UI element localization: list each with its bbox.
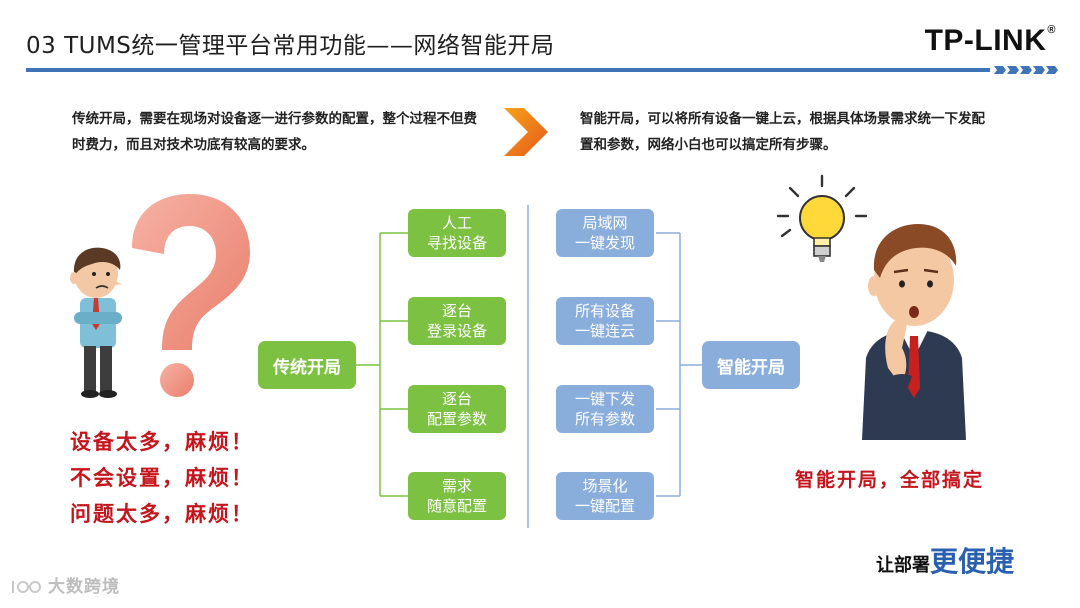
traditional-step: 逐台配置参数: [408, 385, 506, 433]
lightbulb-icon: [776, 174, 868, 262]
page-title: 03 TUMS统一管理平台常用功能——网络智能开局: [26, 33, 555, 59]
tp-link-logo: TP-LINK®: [924, 24, 1056, 57]
watermark: 大数跨境: [10, 572, 120, 597]
complaint-item: 设备太多，麻烦！: [70, 429, 254, 454]
traditional-hub: 传统开局: [258, 341, 356, 389]
smart-step: 一键下发所有参数: [556, 385, 654, 433]
traditional-step: 逐台登录设备: [408, 297, 506, 345]
smart-step: 场景化一键配置: [556, 472, 654, 520]
smart-step: 所有设备一键连云: [556, 297, 654, 345]
conclusion-text: 智能开局，全部搞定: [795, 469, 985, 491]
smart-description: 智能开局，可以将所有设备一键上云，根据具体场景需求统一下发配置和参数，网络小白也…: [580, 111, 985, 153]
complaint-item: 问题太多，麻烦！: [70, 501, 254, 526]
watermark-logo-icon: [12, 581, 41, 593]
dash-decoration-icon: [994, 66, 1058, 74]
slogan: 让部署更便捷: [876, 545, 1015, 578]
traditional-step: 人工寻找设备: [408, 209, 506, 257]
header-divider: [26, 68, 990, 72]
chevron-right-icon: [504, 108, 548, 156]
thinking-man-illustration: [862, 224, 966, 440]
question-mark-icon: [132, 194, 250, 397]
smart-hub: 智能开局: [702, 341, 800, 389]
confused-man-illustration: [70, 247, 122, 398]
complaint-item: 不会设置，麻烦！: [70, 465, 254, 490]
complaints-list: 设备太多，麻烦！ 不会设置，麻烦！ 问题太多，麻烦！: [70, 424, 254, 532]
smart-step: 局域网一键发现: [556, 209, 654, 257]
traditional-description: 传统开局，需要在现场对设备逐一进行参数的配置，整个过程不但费时费力，而且对技术功…: [72, 111, 477, 153]
traditional-step: 需求随意配置: [408, 472, 506, 520]
